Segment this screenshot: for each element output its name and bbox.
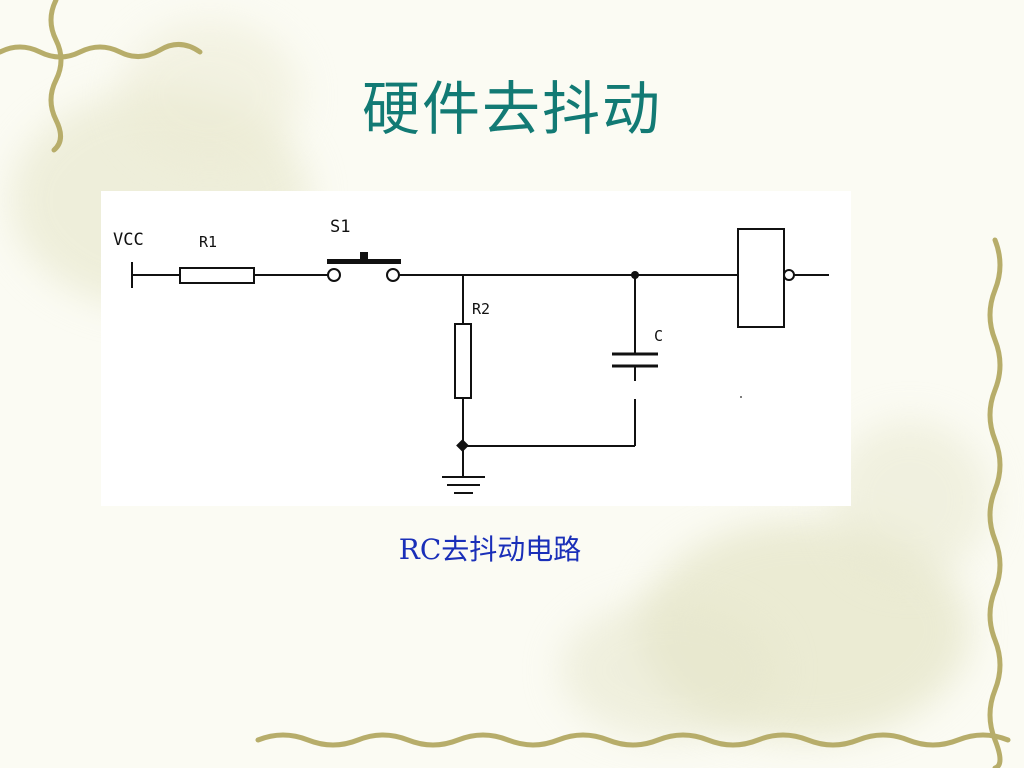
label-s1: S1 bbox=[330, 217, 350, 237]
switch-s1-pushbar bbox=[327, 259, 401, 264]
label-c: C bbox=[654, 327, 663, 345]
label-vcc: VCC bbox=[113, 230, 144, 250]
resistor-r2 bbox=[454, 323, 472, 399]
vine-border-bottom bbox=[255, 732, 1011, 748]
label-r1: R1 bbox=[199, 233, 217, 251]
inverter-gate bbox=[737, 228, 785, 328]
slide-title: 硬件去抖动 bbox=[361, 75, 662, 143]
junction-dot bbox=[631, 271, 639, 279]
diagram-caption: RC去抖动电路 bbox=[398, 533, 582, 566]
label-r2: R2 bbox=[472, 300, 490, 318]
circuit-svg: VCC R1 S1 R2 C bbox=[113, 217, 829, 494]
switch-s1-contact-right bbox=[386, 268, 400, 282]
switch-s1-contact-left bbox=[327, 268, 341, 282]
junction-dot bbox=[456, 439, 469, 452]
vine-border-right bbox=[987, 237, 1003, 768]
circuit-diagram: VCC R1 S1 R2 C bbox=[101, 191, 851, 506]
inverter-output-bubble bbox=[783, 269, 795, 281]
resistor-r1 bbox=[179, 267, 255, 284]
